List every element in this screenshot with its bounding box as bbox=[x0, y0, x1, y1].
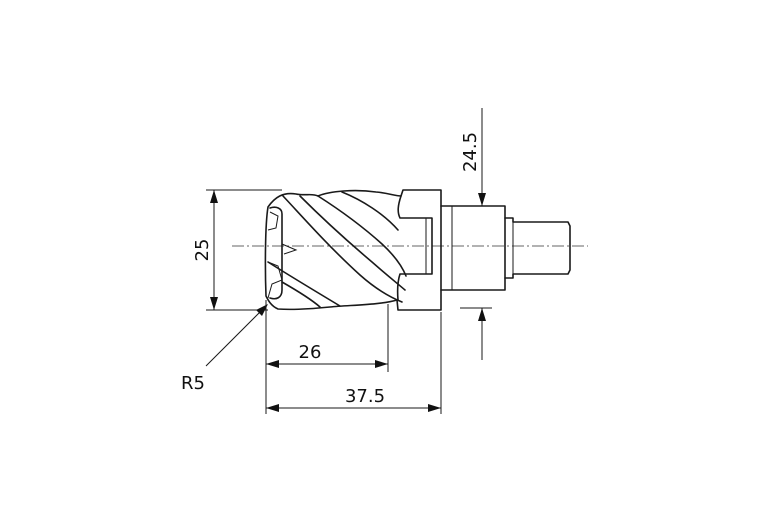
dim-corner-radius: R5 bbox=[181, 304, 268, 394]
flute-6 bbox=[281, 281, 321, 308]
dim-label-shank-diameter: 24.5 bbox=[460, 132, 481, 172]
front-face-chip bbox=[281, 243, 298, 255]
front-face-edge bbox=[269, 206, 283, 300]
shank-step bbox=[440, 205, 506, 291]
dim-label-flute-length: 26 bbox=[299, 342, 322, 363]
arrowhead bbox=[478, 193, 486, 206]
cutter-profile bbox=[264, 189, 442, 311]
flute-4 bbox=[341, 191, 399, 231]
arrowhead bbox=[266, 404, 279, 412]
thread-stub bbox=[504, 217, 571, 279]
neck-groove bbox=[396, 195, 433, 301]
arrowhead bbox=[266, 360, 279, 368]
leader-line bbox=[205, 305, 267, 367]
flute-1 bbox=[282, 195, 403, 303]
arrowhead bbox=[478, 308, 486, 321]
dim-label-head-length: 37.5 bbox=[345, 386, 385, 407]
arrowhead bbox=[210, 297, 218, 310]
arrowhead bbox=[256, 304, 268, 316]
flute-2 bbox=[299, 195, 406, 291]
dim-label-cutter-diameter: 25 bbox=[192, 239, 213, 262]
arrowhead bbox=[210, 190, 218, 203]
flute-5 bbox=[267, 261, 341, 307]
arrowhead bbox=[428, 404, 441, 412]
end-mill-head bbox=[264, 189, 442, 311]
flute-3 bbox=[317, 195, 407, 277]
arrowhead bbox=[375, 360, 388, 368]
dim-label-corner-radius: R5 bbox=[181, 373, 205, 394]
dim-head-length: 37.5 bbox=[266, 312, 442, 414]
front-face-notch-top bbox=[267, 211, 279, 231]
shank bbox=[440, 205, 571, 291]
dim-shank-diameter: 24.5 bbox=[452, 108, 492, 360]
dim-flute-length: 26 bbox=[265, 300, 389, 414]
front-face-notch-bottom bbox=[267, 261, 283, 299]
